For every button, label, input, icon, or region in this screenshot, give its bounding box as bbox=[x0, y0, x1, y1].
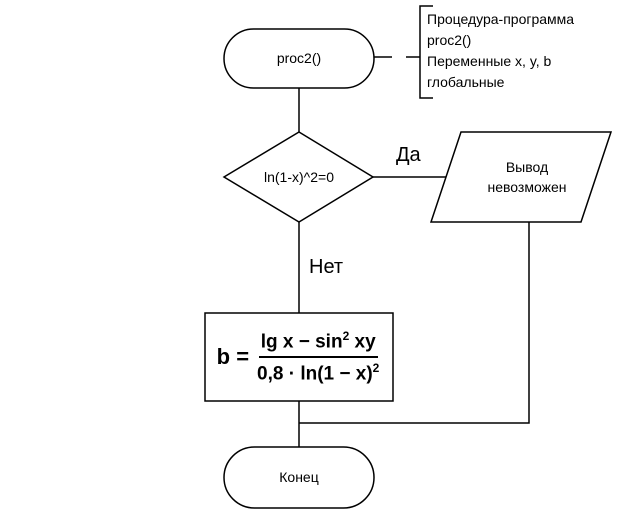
annotation-line-3: Переменные x, y, b bbox=[427, 53, 552, 69]
formula-fraction: lg x − sin2 xy 0,8 · ln(1 − x)2 bbox=[255, 329, 381, 385]
decision-diamond bbox=[222, 131, 375, 223]
annotation-bracket bbox=[419, 5, 433, 99]
process-formula: b = lg x − sin2 xy 0,8 · ln(1 − x)2 bbox=[205, 313, 393, 401]
numerator-power: 2 bbox=[342, 329, 350, 344]
output-parallelogram bbox=[429, 131, 613, 223]
annotation-line-2: proc2() bbox=[427, 32, 472, 48]
denominator-main: 0,8 · ln(1 − x) bbox=[257, 362, 373, 384]
end-label: Конец bbox=[279, 469, 318, 485]
denominator-power: 2 bbox=[372, 360, 380, 375]
formula-denominator: 0,8 · ln(1 − x)2 bbox=[255, 358, 381, 385]
connector-output-return bbox=[299, 222, 530, 424]
end-terminal bbox=[223, 446, 375, 509]
yes-label: Да bbox=[396, 144, 422, 166]
start-label: proc2() bbox=[277, 50, 321, 66]
start-terminal bbox=[223, 28, 375, 89]
formula-numerator: lg x − sin2 xy bbox=[258, 329, 378, 358]
procedure-annotation: Процедура-программа proc2() Переменные x… bbox=[427, 9, 574, 93]
annotation-line-4: глобальные bbox=[427, 74, 505, 90]
no-label: Нет bbox=[309, 256, 343, 278]
annotation-line-1: Процедура-программа bbox=[427, 11, 575, 27]
decision-label: ln(1-x)^2=0 bbox=[264, 169, 334, 185]
output-label-line1: Вывод bbox=[506, 159, 548, 175]
numerator-tail: xy bbox=[349, 331, 376, 353]
formula-lhs: b = bbox=[216, 344, 250, 369]
output-label-line2: невозможен bbox=[488, 179, 567, 195]
numerator-main: lg x − sin bbox=[260, 331, 343, 353]
